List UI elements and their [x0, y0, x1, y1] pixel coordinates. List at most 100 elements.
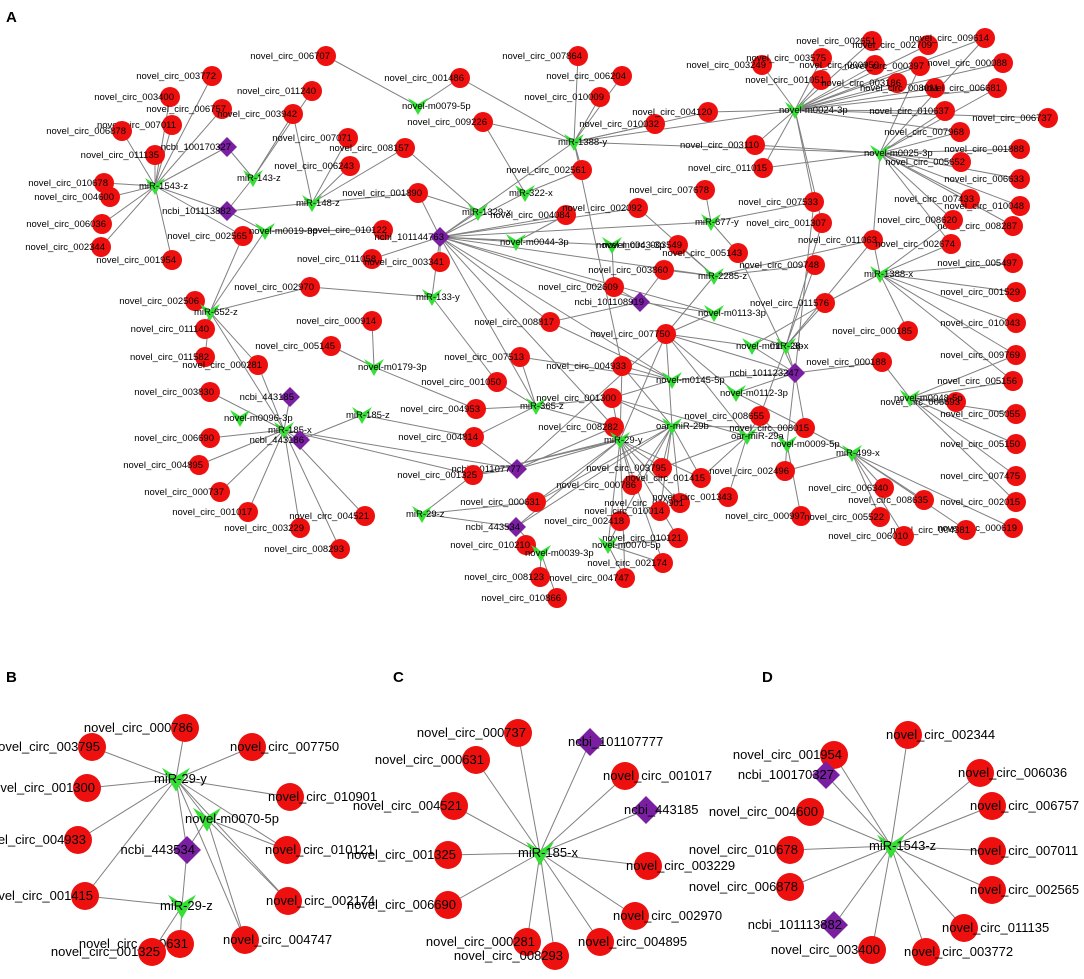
circrna-node-icon [586, 928, 614, 956]
node-networkA-n443185: ncbi_443185 [240, 387, 300, 407]
edge-networkA-mm0048-c005150 [909, 397, 1017, 445]
circrna-node-icon [910, 56, 930, 76]
node-networkA-c006036: novel_circ_006036 [26, 214, 112, 234]
circrna-node-icon [231, 926, 259, 954]
edge-networkD-m1543z-c010678 [789, 845, 892, 851]
edge-networkA-mm0145-c008817 [549, 321, 673, 381]
node-networkA-m1388y: miR-1388-y [558, 134, 607, 151]
edge-networkA-oar29b-c002418 [619, 425, 673, 522]
node-label: miR-185-z [346, 410, 390, 421]
edge-networkA-m499x-c000619 [851, 452, 1014, 529]
node-label: novel_circ_010048 [944, 201, 1024, 212]
circrna-node-icon [1006, 345, 1026, 365]
node-label: miR-133-y [416, 292, 460, 303]
edge-networkA-m185x-c003830 [209, 391, 285, 431]
edge-networkA-mm0112-c007750 [665, 333, 737, 394]
edge-networkA-m1388y-mm0024 [573, 109, 796, 143]
edge-networkB-mm0070-c002174 [206, 818, 289, 902]
node-label: novel_circ_001486 [384, 73, 464, 84]
edge-networkA-mm0024-c011015 [762, 109, 796, 169]
node-networkA-m185z: miR-185-z [346, 407, 390, 424]
circrna-node-icon [1006, 282, 1026, 302]
circrna-node-icon [615, 568, 635, 588]
node-label: novel_circ_009614 [909, 33, 989, 44]
circrna-node-icon [504, 719, 532, 747]
node-networkA-c010866: novel_circ_010866 [481, 588, 567, 608]
node-label: novel_circ_011140 [131, 324, 209, 335]
edge-networkA-mm0024-c003186 [794, 82, 898, 111]
node-label: novel_circ_007864 [502, 51, 582, 62]
node-networkB-mm0070: novel-m0070-5p [185, 807, 279, 832]
node-networkA-c001343: novel_circ_001343 [652, 487, 738, 507]
edge-networkA-m29y-n101107777 [516, 439, 621, 470]
edge-networkA-oar29b-c010901 [671, 425, 681, 504]
node-networkA-c000619: novel_circ_000619 [937, 518, 1023, 538]
circrna-node-icon [434, 891, 462, 919]
node-networkD-c002344: novel_circ_002344 [886, 721, 995, 749]
node-label: novel_circ_007533 [738, 197, 818, 208]
node-networkA-c006010: novel_circ_006010 [828, 526, 914, 546]
node-networkA-c002015: novel_circ_002015 [940, 492, 1026, 512]
circrna-node-icon [290, 518, 310, 538]
circrna-node-icon [1003, 253, 1023, 273]
node-label: novel_circ_004933 [0, 832, 86, 847]
edge-networkA-mm0111-c011576 [751, 302, 826, 347]
edge-networkA-m1329x-c008157 [404, 147, 479, 213]
edge-networkA-oar29a-c001415 [700, 435, 748, 479]
node-label: novel_circ_008157 [329, 143, 409, 154]
circrna-node-icon [634, 852, 662, 880]
node-networkC-n443185: ncbi_443185 [624, 796, 698, 824]
circrna-node-icon [238, 733, 266, 761]
node-label: novel_circ_000737 [144, 487, 224, 498]
node-networkA-c004953: novel_circ_004953 [400, 399, 486, 419]
node-networkA-c001529: novel_circ_001529 [940, 282, 1026, 302]
node-label: novel_circ_010637 [869, 106, 949, 117]
edge-networkB-m29y-c003795 [91, 746, 177, 780]
edge-networkB-m29y-c004933 [77, 778, 177, 841]
circrna-node-icon [804, 192, 824, 212]
node-label: novel_circ_001325 [51, 944, 160, 959]
circrna-node-icon [547, 588, 567, 608]
circrna-node-icon [526, 492, 546, 512]
node-networkA-c003942: novel_circ_003942 [217, 104, 303, 124]
circrna-node-icon [487, 372, 507, 392]
node-networkA-m499x: miR-499-x [836, 445, 880, 462]
node-networkA-c005145: novel_circ_005145 [255, 336, 341, 356]
node-label: novel_circ_007071 [272, 133, 352, 144]
node-networkA-c003549: novel_circ_003549 [602, 235, 688, 255]
node-label: novel_circ_002709 [852, 40, 932, 51]
node-label: ncbi_101107777 [568, 734, 663, 749]
node-networkA-m1388x: miR-1388-x [864, 266, 913, 283]
circrna-node-icon [978, 792, 1006, 820]
circrna-node-icon [858, 936, 886, 964]
circrna-node-icon [894, 721, 922, 749]
node-networkC-c000281: novel_circ_000281 [426, 928, 541, 956]
edge-networkD-m1543z-c001954 [833, 754, 892, 847]
node-label: novel_circ_005156 [937, 376, 1017, 387]
edge-networkA-mm0025-c006681 [879, 87, 998, 154]
node-networkD-c006036: novel_circ_006036 [958, 759, 1067, 787]
mirna-node-icon [243, 170, 263, 187]
node-label: novel_circ_004521 [353, 798, 462, 813]
node-label: ncbi_101144763 [374, 232, 444, 243]
node-label: novel_circ_003186 [821, 78, 901, 89]
node-networkA-c005150: novel_circ_005150 [940, 434, 1026, 454]
edge-networkA-m29y-mm0070 [607, 439, 621, 546]
circrna-node-icon [612, 66, 632, 86]
circrna-node-icon [691, 468, 711, 488]
circrna-node-icon [951, 152, 971, 172]
node-label: novel_circ_000619 [937, 523, 1017, 534]
edge-networkA-m29z-c000631 [421, 501, 537, 515]
node-label: novel_circ_002496 [709, 466, 789, 477]
node-networkA-c002565: novel_circ_002565 [167, 226, 253, 246]
node-label: miR-185-x [518, 845, 578, 860]
edge-networkA-mm0079-c006707 [325, 55, 419, 107]
edge-networkC-m185x-c000281 [526, 852, 541, 943]
mirna-node-icon [526, 841, 554, 866]
edge-networkA-m1388x-c011576 [824, 273, 881, 304]
mirna-node-icon [877, 834, 905, 859]
node-networkA-mm0079: novel-m0079-5p [402, 98, 471, 115]
node-networkA-c007011: novel_circ_007011 [97, 115, 182, 135]
node-networkB-c000786: novel_circ_000786 [84, 714, 199, 742]
edge-networkA-m185x-c001325 [283, 429, 474, 476]
